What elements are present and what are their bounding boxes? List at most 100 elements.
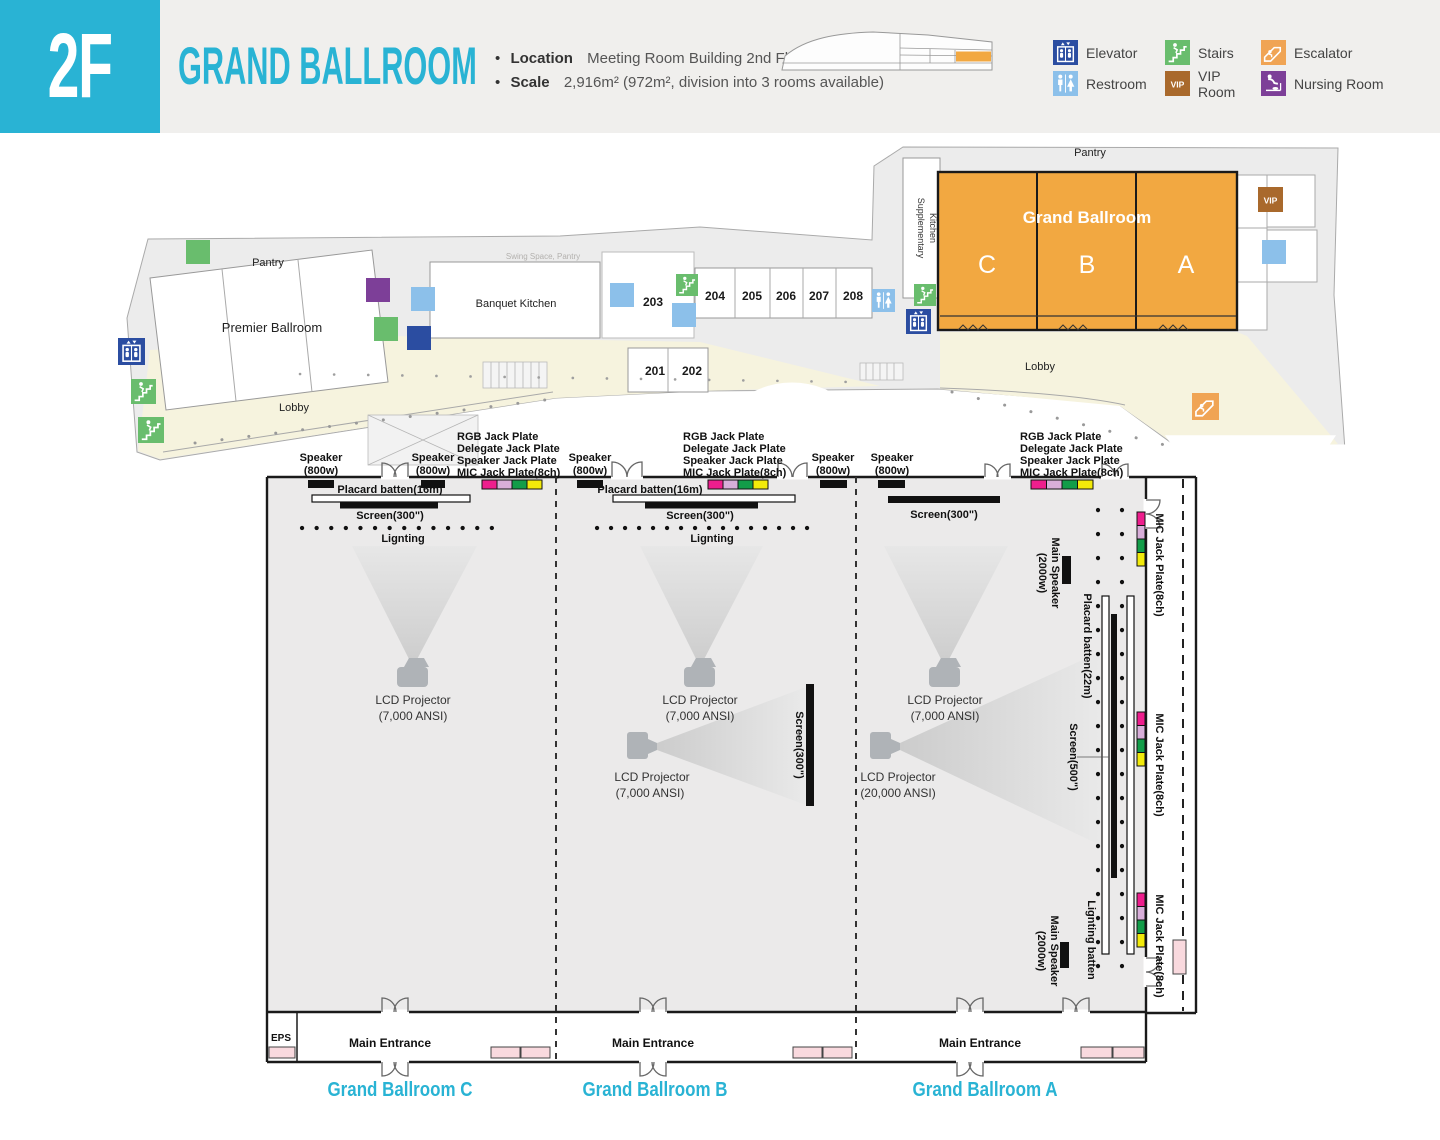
room-c-title: Grand Ballroom C [328,1079,473,1101]
svg-text:LCD Projector: LCD Projector [860,770,935,784]
scale-value: 2,916m² (972m², division into 3 rooms av… [563,74,884,91]
projector-beam [640,546,763,667]
room-208-label: 208 [843,289,863,303]
svg-text:MIC Jack Plate(8ch): MIC Jack Plate(8ch) [1153,513,1165,617]
wall-jack-stack-1: MIC Jack Plate(8ch) [1136,511,1165,617]
skylight-box [367,414,479,466]
svg-text:(7,000 ANSI): (7,000 ANSI) [911,709,980,723]
svg-text:(7,000 ANSI): (7,000 ANSI) [666,709,735,723]
stairs-icon [914,284,936,306]
bullet: • [495,50,501,67]
escalator-strip-right [859,362,904,381]
pantry-right-label: Pantry [1074,147,1106,159]
svg-text:(2000w): (2000w) [1036,553,1048,594]
legend: Elevator Stairs Escalator Restroom [1053,37,1391,100]
jack-plate-block-b: RGB Jack Plate Delegate Jack Plate Speak… [683,431,787,490]
svg-text:Speaker: Speaker [812,452,856,464]
entrance-corridor: EPS Main Entrance Main Entrance Main Ent… [268,1033,1145,1059]
svg-text:Speaker: Speaker [412,452,456,464]
overview-map: Grand Ballroom C B A Pantry Premier Ball… [118,146,1440,1140]
ballroom-detail-plan: Speaker (800w) Speaker (800w) Speaker (8… [265,431,1198,1101]
room-204-label: 204 [705,289,725,303]
escalator-icon [1261,40,1286,65]
stairs-icon [1165,40,1190,65]
svg-text:VIP: VIP [1264,196,1278,206]
projector-beam [352,546,477,667]
location-row: • Location Meeting Room Building 2nd Flo… [495,50,810,67]
svg-text:LCD Projector: LCD Projector [907,693,982,707]
premier-ballroom-label: Premier Ballroom [222,320,322,335]
svg-text:LCD Projector: LCD Projector [662,693,737,707]
svg-text:Speaker Jack Plate: Speaker Jack Plate [1020,455,1120,467]
svg-text:(7,000 ANSI): (7,000 ANSI) [616,786,685,800]
svg-text:LCD Projector: LCD Projector [614,770,689,784]
svg-text:Placard batten(16m): Placard batten(16m) [597,484,702,496]
svg-text:(800w): (800w) [573,465,608,477]
svg-text:Main Speaker: Main Speaker [1048,916,1060,988]
svg-text:Main Entrance: Main Entrance [939,1036,1021,1050]
elevator-icon [1053,40,1078,65]
legend-item-restroom: Restroom [1053,68,1165,99]
svg-text:Screen(500"): Screen(500") [1067,723,1079,791]
svg-text:EPS: EPS [271,1033,291,1044]
elevator-icon [407,326,1440,1140]
nursing-icon [366,278,1409,1140]
side-doors [1143,499,1161,987]
svg-text:MIC Jack Plate(8ch): MIC Jack Plate(8ch) [683,467,787,479]
wall-jack-stack-2: MIC Jack Plate(8ch) [1136,711,1165,817]
legend-item-nursing: Nursing Room [1261,68,1391,99]
vip-icon: VIP [1258,187,1283,212]
meeting-rooms-row [694,267,873,319]
svg-text:Delegate Jack Plate: Delegate Jack Plate [1020,443,1123,455]
legend-label: VIP Room [1198,67,1236,100]
svg-text:(800w): (800w) [875,465,910,477]
bench [1172,939,1187,975]
projector-beam [900,652,1100,845]
right-corridor-floor [1146,477,1196,1013]
highlight-2f-block [956,51,991,62]
room-a-right-equipment: Main Speaker (2000w) Placard batten(22m)… [1035,507,1135,991]
svg-text:Screen(300"): Screen(300") [666,510,734,522]
section-a-label: A [1178,251,1195,279]
lcd-projector-a-ceiling: LCD Projector (7,000 ANSI) [907,658,983,723]
lcd-projector-b-ceiling: LCD Projector (7,000 ANSI) [662,658,738,723]
stairs-icon [676,274,698,296]
svg-text:MIC Jack Plate(8ch): MIC Jack Plate(8ch) [1153,894,1165,998]
swing-space-label: Swing Space, Pantry [506,252,580,261]
main-entrance-doors [381,997,1090,1077]
room-201-label: 201 [645,364,665,378]
page-header: 2F GRAND BALLROOM • Location Meeting Roo… [0,0,1440,133]
restroom-icon [610,283,1440,1140]
scale-row: • Scale 2,916m² (972m², division into 3 … [495,74,884,91]
svg-text:LCD Projector: LCD Projector [375,693,450,707]
section-c-label: C [978,251,996,279]
elevator-icon [906,309,931,334]
lcd-projector-a-floor: LCD Projector (20,000 ANSI) [860,732,936,800]
svg-text:Speaker Jack Plate: Speaker Jack Plate [457,455,557,467]
supplementary-kitchen-label-1: Supplementary [916,198,926,259]
legend-label: Nursing Room [1294,75,1384,92]
svg-text:(2000w): (2000w) [1035,931,1047,972]
lcd-projector-b-floor: LCD Projector (7,000 ANSI) [614,732,690,800]
svg-text:Screen(300"): Screen(300") [910,509,978,521]
room-c-stage: Placard batten(16m) Screen(300") Ligntin… [299,484,509,545]
stairs-icon [131,379,156,404]
grand-ballroom-highlight: Grand Ballroom C B A [936,170,1239,332]
room-a-title: Grand Ballroom A [913,1079,1058,1101]
section-b-label: B [1079,251,1096,279]
room-203-label: 203 [643,295,663,309]
room-b-stage: Placard batten(16m) Screen(300") Ligntin… [594,484,823,545]
lobby-right-area [940,332,1338,464]
premier-ballroom-room [149,249,389,411]
elevator-icon [118,338,145,365]
projector-beam [657,687,806,805]
restroom-icon [672,303,1440,1140]
svg-text:Main Entrance: Main Entrance [349,1036,431,1050]
svg-text:MIC Jack Plate(8ch): MIC Jack Plate(8ch) [457,467,561,479]
svg-text:Lignting: Lignting [381,533,424,545]
svg-text:Delegate Jack Plate: Delegate Jack Plate [683,443,786,455]
scale-label: Scale [510,74,550,91]
restroom-icon [411,287,1440,1140]
